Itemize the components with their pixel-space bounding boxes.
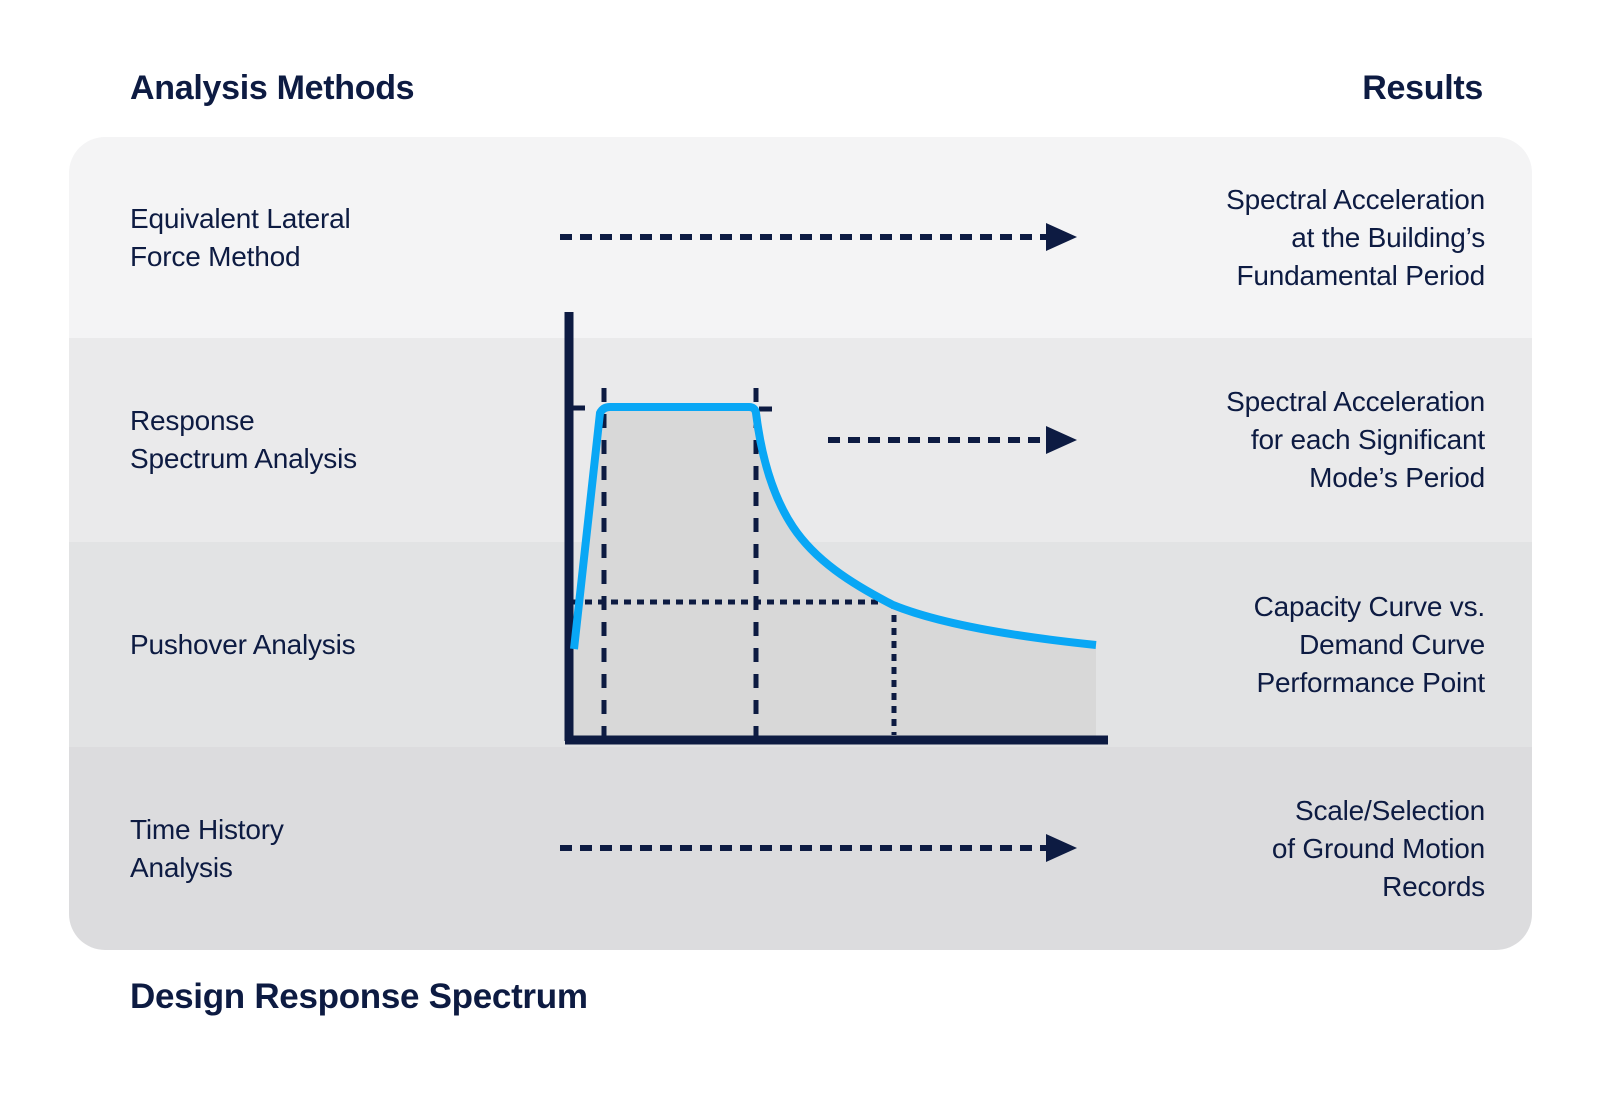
result-label-capacity-demand-curve: Capacity Curve vs. Demand Curve Performa… (1253, 590, 1486, 698)
row-equivalent-lateral-force: Equivalent Lateral Force Method Spectral… (69, 137, 1532, 338)
method-label-pushover: Pushover Analysis (130, 628, 356, 660)
method-label-response-spectrum: Response Spectrum Analysis (130, 405, 357, 474)
column-heading-results: Results (1362, 69, 1483, 107)
row-pushover-analysis: Pushover Analysis Capacity Curve vs. Dem… (69, 542, 1532, 747)
method-label-time-history: Time History Analysis (130, 813, 284, 883)
row-time-history-analysis: Time History Analysis Scale/Selection of… (69, 747, 1532, 950)
column-heading-analysis-methods: Analysis Methods (130, 69, 415, 107)
result-label-spectral-acceleration-modes: Spectral Acceleration for each Significa… (1226, 386, 1485, 493)
result-label-spectral-acceleration-fundamental: Spectral Acceleration at the Building’s … (1226, 183, 1485, 291)
result-label-ground-motion-records: Scale/Selection of Ground Motion Records (1271, 794, 1485, 902)
methods-results-panel: Equivalent Lateral Force Method Spectral… (69, 137, 1532, 950)
method-label-equivalent-lateral-force: Equivalent Lateral Force Method (130, 202, 351, 272)
chart-caption: Design Response Spectrum (130, 977, 588, 1016)
row-response-spectrum-analysis: Response Spectrum Analysis Spectral Acce… (69, 338, 1532, 542)
